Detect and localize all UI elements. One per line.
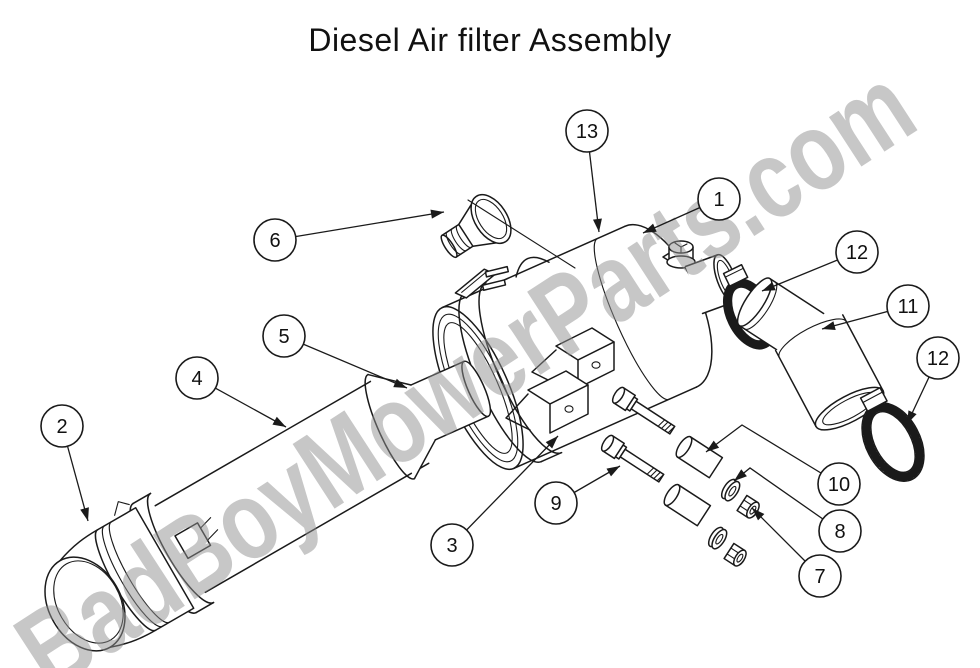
funnel-alignment-line [467,199,576,269]
arrowhead-icon [822,321,836,330]
callout-balloon[interactable] [818,509,862,553]
callout-10[interactable]: 10 [705,424,861,506]
callout-number: 5 [278,326,289,348]
clamp-tab [114,501,130,516]
spacer [675,435,724,479]
callout-balloon[interactable] [40,404,84,448]
arrowhead-icon [643,223,657,233]
arrowhead-icon [606,466,620,477]
bracket-hole [564,405,574,413]
end-cap-clamp-latch [174,522,212,560]
mounting-hardware [600,386,760,567]
callout-2[interactable]: 2 [40,404,89,522]
clamp-screw-housing [722,263,749,287]
callout-number: 6 [269,230,280,252]
arrowhead-icon [592,218,602,232]
clamp-hatching [862,403,924,481]
nut [723,542,747,567]
callout-balloon[interactable] [565,109,609,153]
arrowhead-icon [545,436,558,449]
callout-11[interactable]: 11 [821,284,930,330]
housing-seam [593,237,670,401]
washer [707,526,728,550]
funnel-rim [470,193,512,245]
callout-9[interactable]: 9 [534,465,621,525]
bracket-strap [505,393,531,431]
callout-7[interactable]: 7 [751,507,842,598]
callout-number: 1 [713,189,724,211]
callout-12[interactable]: 12 [761,230,879,292]
callout-1[interactable]: 1 [642,177,741,234]
callout-number: 4 [191,368,202,390]
filter-body-tube [155,376,429,593]
callout-5[interactable]: 5 [262,314,408,389]
callout-balloon[interactable] [262,314,306,358]
washer [720,478,741,502]
callout-number: 3 [446,535,457,557]
arrowhead-icon [907,410,917,424]
filter-neck [410,360,490,441]
leader-line [705,424,840,485]
callout-balloon[interactable] [175,356,219,400]
bolt [600,434,665,483]
callout-number: 7 [814,566,825,588]
filter-body-tube-edges [154,375,430,594]
arrowhead-icon [762,281,776,291]
callout-balloon[interactable] [886,284,930,328]
band-latch-pin [481,279,507,291]
leader-line [274,211,445,241]
mounting-brackets [505,327,615,434]
callout-number: 11 [898,296,919,318]
callout-balloon[interactable] [697,177,741,221]
arrowhead-icon [393,378,407,388]
page-title: Diesel Air filter Assembly [308,22,672,58]
callout-balloon[interactable] [916,336,960,380]
callout-balloon[interactable] [534,481,578,525]
end-cap-face [44,556,126,652]
sensor-slot [674,242,688,253]
housing-body-edges [441,225,698,470]
arrowhead-icon [734,469,747,481]
callout-balloon[interactable] [430,523,474,567]
callout-6[interactable]: 6 [253,209,445,262]
callout-8[interactable]: 8 [733,467,862,553]
inlet-funnel [440,193,576,269]
filter-element-and-end-cap [44,375,430,652]
callout-4[interactable]: 4 [175,356,287,428]
spacer [663,483,712,527]
end-cap-clamp-band [132,492,215,614]
leader-line [283,335,408,389]
band-latch-pin [484,265,510,278]
callout-number: 13 [576,121,598,143]
bracket-hole [591,361,601,369]
callout-balloon[interactable] [817,462,861,506]
arrowhead-icon [272,416,286,427]
callout-number: 8 [834,521,845,543]
bolt [611,386,676,435]
arrowhead-icon [706,440,720,452]
callout-balloon[interactable] [835,230,879,274]
callout-number: 12 [927,348,949,370]
housing-inlet-boss [515,256,550,278]
arrowhead-icon [80,507,89,521]
callout-3[interactable]: 3 [430,435,559,567]
arrowhead-icon [430,209,444,219]
callout-balloon[interactable] [798,554,842,598]
callout-number: 9 [550,493,561,515]
filter-cone [367,373,437,480]
callout-13[interactable]: 13 [565,109,609,233]
callout-number: 12 [846,242,868,264]
callout-number: 2 [56,416,67,438]
leader-line [451,435,559,546]
callout-number: 10 [828,474,850,496]
callout-12[interactable]: 12 [906,336,960,425]
callout-balloon[interactable] [253,218,297,262]
arrowhead-icon [752,508,765,521]
